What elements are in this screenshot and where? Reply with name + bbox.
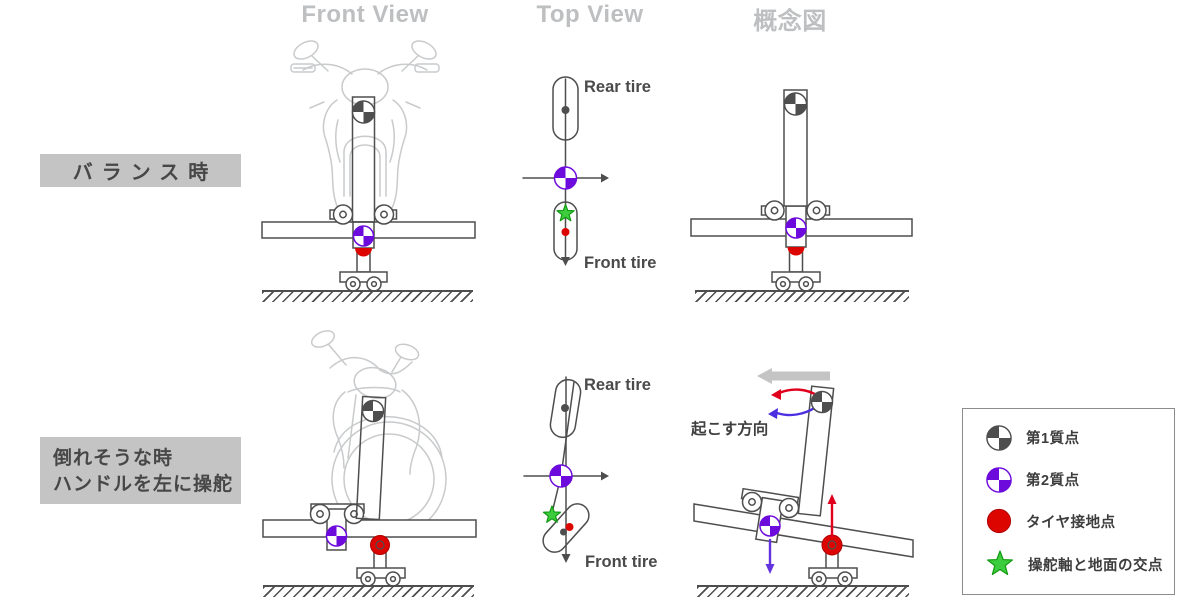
ground-hatch [263,585,474,597]
roller [778,497,800,519]
rear-contact-dot [561,404,569,412]
body-rod [351,96,376,223]
mass1-marker [783,92,808,116]
mass1-marker [810,390,834,414]
roller [741,491,763,513]
contact-pivot [827,540,837,550]
mass2-marker-icon [986,466,1012,493]
legend-label: 第1質点 [1026,431,1080,448]
stand-dolly [339,250,388,292]
lateral-rail-tilted [693,503,914,558]
lateral-rail [262,519,477,538]
rear-tire-label: Rear tire [584,376,651,394]
contact-pivot [375,540,385,550]
row-label-balanced: バランス時 [40,154,241,187]
concept-balanced [690,89,913,292]
body-rod [783,89,808,207]
steer-axis-ground-marker [542,505,562,523]
legend-item-mass1: 第1質点 [985,424,1170,452]
row-label-falling-line1: 倒れそうな時 [53,448,174,469]
front-view-falling [262,330,477,587]
row-label-balanced-text: バランス時 [72,162,218,184]
stand-dolly [356,549,406,587]
lean-direction-arrowhead [757,368,772,384]
tire-contact-marker-icon [986,509,1012,534]
raise-torque-arrowhead-blue [768,408,778,419]
roller [373,204,395,225]
mass1-marker-icon [986,425,1012,451]
contact-force-arrowhead [827,494,837,504]
front-view-balanced [261,40,476,292]
front-tire-label: Front tire [585,553,658,571]
mass2-marker [549,464,573,488]
rear-contact-dot [561,106,570,114]
down-arrowhead [561,554,571,563]
mass1-marker [361,399,385,423]
front-axle-dot [560,528,567,536]
down-arrowhead [561,257,570,266]
legend-item-steer-axis: 操舵軸と地面の交点 [985,549,1170,579]
right-arrowhead [601,173,609,183]
legend: 第1質点 第2質点 タイヤ接地点 操舵軸と地面の交点 [962,408,1175,595]
right-arrowhead [601,471,609,481]
mass2-marker [785,217,807,239]
front-tire-label: Front tire [584,254,657,272]
mass2-marker [325,525,348,547]
row-label-falling-line2: ハンドルを左に操舵 [53,473,234,495]
legend-label: タイヤ接地点 [1026,514,1116,531]
row-label-falling: 倒れそうな時 ハンドルを左に操舵 [40,437,241,504]
ground-hatch [695,290,909,302]
legend-label: 第2質点 [1026,473,1080,490]
raise-direction-label: 起こす方向 [691,421,769,438]
body-rod-tilted [355,395,387,521]
tire-contact-marker [561,228,570,236]
tire-contact-marker [787,247,805,256]
legend-label: 操舵軸と地面の交点 [1028,557,1163,574]
column-header-front-view: Front View [301,1,429,28]
roller [332,204,354,225]
mass1-marker [351,100,376,124]
mass2-marker [352,225,375,247]
legend-item-mass2: 第2質点 [985,466,1170,494]
mass2-marker [759,515,781,537]
raise-torque-arrow-blue [775,405,818,417]
roller [309,503,331,525]
roller [764,200,785,221]
concept-falling [693,368,914,587]
motorcycle-front-sketch [290,40,440,209]
column-header-concept: 概念図 [753,8,827,35]
mass2-force-arrowhead [765,564,775,574]
steer-axis-ground-marker-icon [987,550,1013,576]
steer-axis-ground-marker [556,203,575,222]
ground-hatch [697,585,909,597]
ground-hatch [262,290,473,302]
tire-contact-marker [355,248,372,257]
body-rod-tilted [797,385,835,517]
legend-item-tire-contact: タイヤ接地点 [985,507,1170,535]
raise-torque-arrowhead-red [771,389,781,400]
roller [806,200,827,221]
mass2-marker [553,166,578,190]
top-view-balanced [522,76,609,266]
stand-dolly [771,251,821,292]
column-header-top-view: Top View [536,1,644,28]
tire-contact-marker [370,535,390,555]
tire-contact-marker [565,523,574,531]
roller [343,503,365,525]
top-view-falling [523,376,609,563]
rear-tire-label: Rear tire [584,78,651,96]
